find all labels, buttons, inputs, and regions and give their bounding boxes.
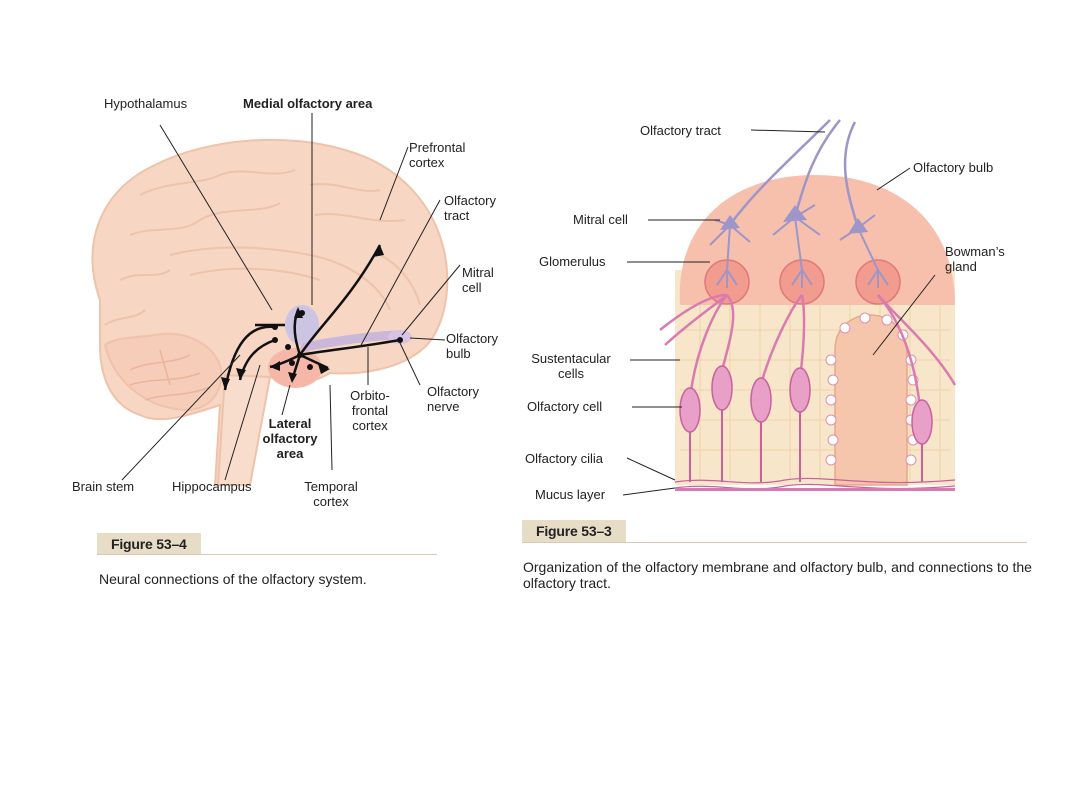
leader-lines-right <box>622 129 936 496</box>
olfactory-tract-axons <box>728 119 860 229</box>
arrowheads <box>221 245 384 390</box>
label-olfactory-bulb: Olfactory bulb <box>446 331 499 361</box>
label-bowmans-gland: Bowman’s gland <box>945 244 1005 274</box>
label-mitral-cell-right: Mitral cell <box>573 212 628 227</box>
olfactory-cells <box>679 365 933 445</box>
label-olfactory-tract: Olfactory tract <box>444 193 497 223</box>
label-glomerulus: Glomerulus <box>539 254 606 269</box>
figure-53-3: Olfactory tract Olfactory bulb Mitral ce… <box>515 110 1035 600</box>
medial-olfactory-area-shape <box>285 305 319 345</box>
label-olfactory-bulb-right: Olfactory bulb <box>913 160 994 175</box>
olfactory-dendrites <box>689 410 923 482</box>
label-olfactory-cilia: Olfactory cilia <box>525 451 604 466</box>
label-mitral-cell: Mitral cell <box>462 265 494 295</box>
caption-53-3: Organization of the olfactory membrane a… <box>523 559 1032 591</box>
caption-53-4: Neural connections of the olfactory syst… <box>99 571 367 587</box>
label-hippocampus: Hippocampus <box>172 479 252 494</box>
label-lateral-olfactory-area: Lateral olfactory area <box>262 416 318 461</box>
brain-diagram <box>91 113 461 486</box>
mitral-dendrites <box>709 204 889 288</box>
label-olfactory-tract-right: Olfactory tract <box>640 123 721 138</box>
figure-53-4: Hypothalamus Medial olfactory area Prefr… <box>60 85 498 605</box>
figure-rule-left <box>97 554 437 555</box>
brain-gyri <box>104 169 421 326</box>
label-hypothalamus: Hypothalamus <box>104 96 188 111</box>
label-sustentacular-cells: Sustentacular cells <box>531 351 611 381</box>
olfactory-membrane-diagram <box>622 119 957 496</box>
figure-tag-53-4: Figure 53–4 <box>97 533 201 555</box>
label-brain-stem: Brain stem <box>72 479 135 494</box>
label-medial-olfactory-area: Medial olfactory area <box>243 96 373 111</box>
label-prefrontal-cortex: Prefrontal cortex <box>409 140 466 170</box>
label-olfactory-cell: Olfactory cell <box>527 399 603 414</box>
neural-pathways <box>223 244 401 391</box>
mucus-layer <box>675 488 955 491</box>
leader-lines <box>121 113 461 481</box>
cerebellum <box>103 332 223 412</box>
mitral-cell-bodies <box>720 205 868 234</box>
pathway-nodes <box>272 310 403 370</box>
label-temporal-cortex: Temporal cortex <box>304 479 358 509</box>
bowmans-gland-shape <box>834 314 908 486</box>
figure-tag-53-3: Figure 53–3 <box>522 520 626 542</box>
label-orbitofrontal-cortex: Orbito- frontal cortex <box>350 388 390 433</box>
label-olfactory-nerve: Olfactory nerve <box>427 384 480 414</box>
figure-rule-right <box>522 542 1027 543</box>
label-mucus-layer: Mucus layer <box>535 487 606 502</box>
brainstem <box>216 373 272 486</box>
